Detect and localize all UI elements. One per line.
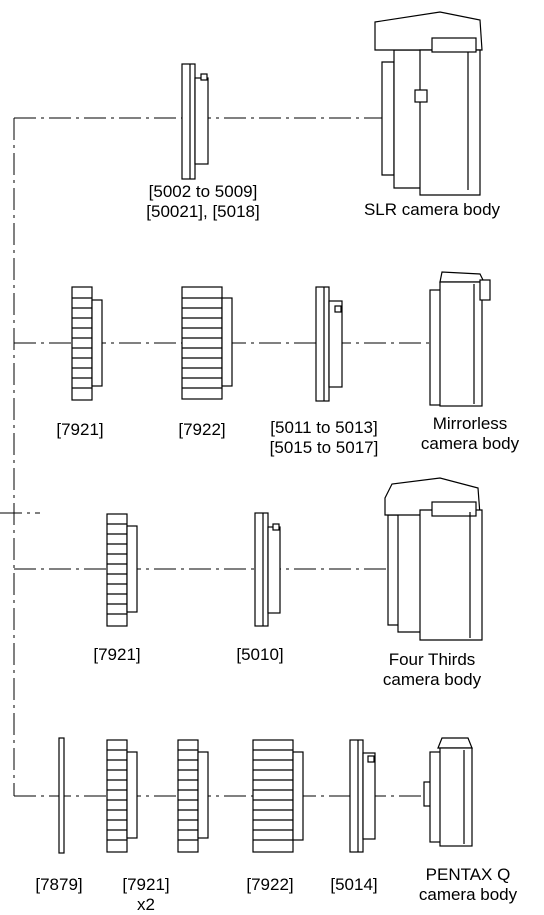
label-line: PENTAX Q <box>425 865 511 884</box>
ring-7921-shape-a <box>106 739 138 853</box>
label-line: [5014] <box>330 875 378 894</box>
label-line: camera body <box>418 885 518 904</box>
fourthirds-camera-body-shape <box>384 477 483 641</box>
adapter-5014-shape <box>349 739 376 853</box>
slr-body-label: SLR camera body <box>364 200 500 220</box>
label-line: [5011 to 5013] <box>270 418 378 437</box>
label-line: x2 <box>137 895 155 914</box>
ring-7921-shape-b <box>177 739 209 853</box>
adapter-5011-shape <box>315 286 343 402</box>
adapter-5002-label: [5002 to 5009] [50021], [5018] <box>146 182 259 222</box>
mirrorless-camera-body-shape <box>429 271 491 407</box>
adapter-5014-label: [5014] <box>330 875 377 895</box>
ring-7922-shape <box>252 739 304 853</box>
label-line: [5002 to 5009] <box>148 182 258 201</box>
label-line: [50021], [5018] <box>146 202 260 221</box>
plate-7879-label: [7879] <box>35 875 82 895</box>
pentaxq-body-label: PENTAX Q camera body <box>419 865 517 905</box>
label-line: Four Thirds <box>388 650 476 669</box>
label-line: [7879] <box>35 875 83 894</box>
ring-7921-label: [7921] <box>93 645 140 665</box>
label-line: [7921] <box>122 875 170 894</box>
ring-7921-label: [7921] <box>56 420 103 440</box>
ring-7922-label: [7922] <box>246 875 293 895</box>
label-line: camera body <box>420 434 520 453</box>
adapter-5011-label: [5011 to 5013] [5015 to 5017] <box>270 418 379 458</box>
mirrorless-body-label: Mirrorless camera body <box>421 414 519 454</box>
label-line: SLR camera body <box>363 200 501 219</box>
label-line: camera body <box>382 670 482 689</box>
ring-7922-label: [7922] <box>178 420 225 440</box>
label-line: Mirrorless <box>432 414 508 433</box>
adapter-5010-label: [5010] <box>236 645 283 665</box>
label-line: [7922] <box>178 420 226 439</box>
plate-7879-shape <box>58 737 65 854</box>
slr-camera-body-shape <box>374 11 483 196</box>
label-line: [5015 to 5017] <box>269 438 379 457</box>
fourthirds-body-label: Four Thirds camera body <box>383 650 481 690</box>
ring-7921-label: [7921] x2 <box>122 875 169 915</box>
ring-7921-shape <box>106 513 138 627</box>
adapter-5002-shape <box>181 63 209 180</box>
label-line: [7922] <box>246 875 294 894</box>
adapter-5010-shape <box>254 512 281 627</box>
label-line: [7921] <box>93 645 141 664</box>
pentaxq-camera-body-shape <box>423 737 473 847</box>
label-line: [7921] <box>56 420 104 439</box>
ring-7921-shape <box>71 286 103 401</box>
label-line: [5010] <box>236 645 284 664</box>
ring-7922-shape <box>181 286 233 400</box>
